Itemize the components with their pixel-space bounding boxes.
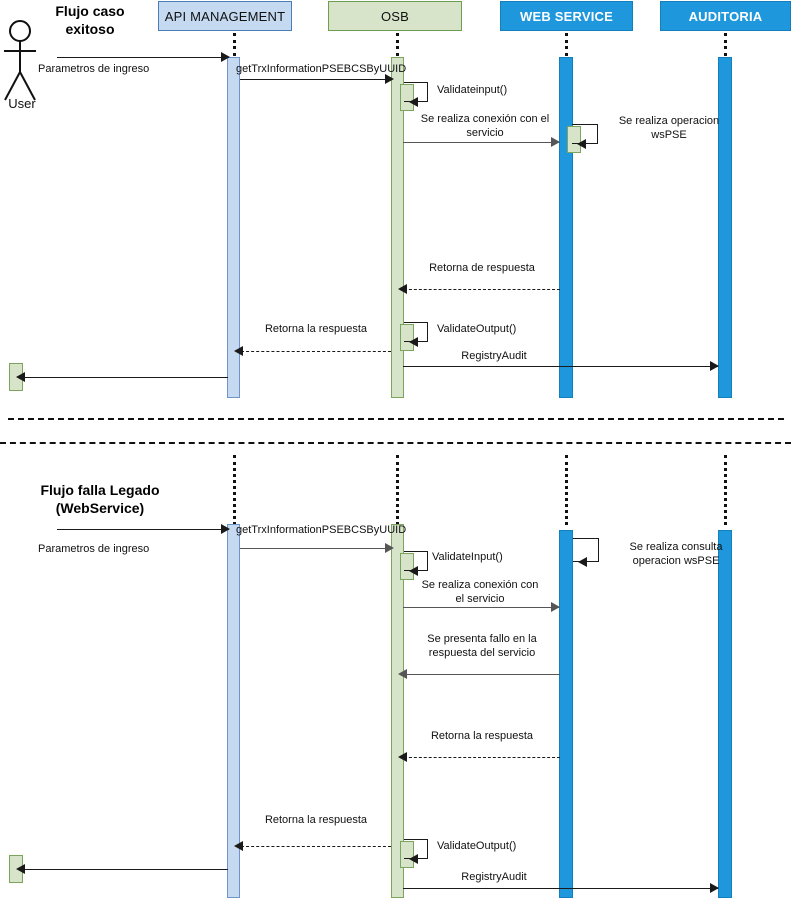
lifeline-dots-web-service xyxy=(565,33,568,56)
actor-label-user: User xyxy=(8,96,36,111)
activation-bar-web-service-flow1[interactable] xyxy=(559,57,573,398)
flow-title-success: Flujo caso exitoso xyxy=(55,3,125,38)
actor-user xyxy=(2,20,42,105)
message-line-retorna-la-respuesta-ws-flow2 xyxy=(404,757,560,758)
lifeline-header-osb[interactable]: OSB xyxy=(328,1,462,31)
message-arrow-registryaudit-flow1 xyxy=(710,361,719,371)
self-message-arrow-validateinput-flow2 xyxy=(409,566,418,576)
lifeline-dots-web-service-flow2 xyxy=(565,455,568,525)
message-line-conexion-servicio-flow1 xyxy=(403,142,559,143)
message-arrow-retorna-la-respuesta-api-flow2 xyxy=(234,841,243,851)
actor-figure-icon xyxy=(4,20,36,101)
message-arrow-return-to-user-flow2 xyxy=(16,864,25,874)
message-label-parametros-de-ingreso-flow1: Parametros de ingreso xyxy=(38,63,150,75)
message-label-registryaudit-flow1: RegistryAudit xyxy=(461,350,527,362)
activation-bar-osb-flow1[interactable] xyxy=(391,57,404,398)
message-label-validateinput-flow1: Validateinput() xyxy=(437,84,508,96)
message-label-fallo-respuesta-flow2: Se presenta fallo en la respuesta del se… xyxy=(427,633,537,659)
message-arrow-fallo-respuesta-flow2 xyxy=(398,669,407,679)
self-message-arrow-validateoutput-flow2 xyxy=(409,854,418,864)
message-arrow-conexion-servicio-flow1 xyxy=(551,137,560,147)
activation-bar-api-management-flow2[interactable] xyxy=(227,524,240,898)
activation-bar-web-service-flow2[interactable] xyxy=(559,530,573,898)
flow-separator-bottom xyxy=(0,442,791,444)
message-arrow-gettrxinformation-flow1 xyxy=(385,74,394,84)
lifeline-dots-osb xyxy=(396,33,399,56)
message-label-gettrxinformation-flow1: getTrxInformationPSEBCSByUUID xyxy=(236,63,407,75)
self-message-arrow-wspse-flow2 xyxy=(578,557,587,567)
message-label-retorna-la-respuesta-ws-flow2: Retorna la respuesta xyxy=(430,730,534,742)
message-label-retorna-la-respuesta-api-flow2: Retorna la respuesta xyxy=(264,814,368,826)
self-message-arrow-validateinput-flow1 xyxy=(409,97,418,107)
message-arrow-retorna-la-respuesta-ws-flow2 xyxy=(398,752,407,762)
activation-bar-auditoria-flow1[interactable] xyxy=(718,57,732,398)
lifeline-header-web-service[interactable]: WEB SERVICE xyxy=(500,1,633,31)
message-label-validateoutput-flow2: ValidateOutput() xyxy=(437,840,517,852)
message-label-retorna-la-respuesta-flow1: Retorna la respuesta xyxy=(264,323,368,335)
message-line-gettrxinformation-flow2 xyxy=(240,548,392,549)
lifeline-dots-osb-flow2 xyxy=(396,455,399,525)
lifeline-label-api-management: API MANAGEMENT xyxy=(164,8,286,24)
lifeline-label-web-service: WEB SERVICE xyxy=(520,8,613,24)
self-message-arrow-wspse-flow1 xyxy=(577,139,586,149)
message-label-parametros-de-ingreso-flow2: Parametros de ingreso xyxy=(38,543,150,555)
self-message-arrow-validateoutput-flow1 xyxy=(409,337,418,347)
message-label-retorna-de-respuesta-flow1: Retorna de respuesta xyxy=(429,262,535,274)
lifeline-label-osb: OSB xyxy=(380,8,410,24)
message-line-parametros-de-ingreso-flow2 xyxy=(57,529,229,530)
lifeline-dots-auditoria-flow2 xyxy=(724,455,727,525)
message-line-return-to-user-flow1 xyxy=(22,377,228,378)
flow-title-failure: Flujo falla Legado (WebService) xyxy=(40,482,160,517)
message-line-retorna-la-respuesta-flow1 xyxy=(241,351,391,352)
message-label-wspse-flow2: Se realiza consulta operacion wsPSE xyxy=(629,541,723,567)
lifeline-header-auditoria[interactable]: AUDITORIA xyxy=(660,1,791,31)
message-arrow-return-to-user-flow1 xyxy=(16,372,25,382)
message-line-return-to-user-flow2 xyxy=(22,869,228,870)
lifeline-header-api-management[interactable]: API MANAGEMENT xyxy=(158,1,292,31)
message-line-gettrxinformation-flow1 xyxy=(240,79,392,80)
flow-separator-top xyxy=(8,418,784,420)
activation-bar-auditoria-flow2[interactable] xyxy=(718,530,732,898)
activation-bar-osb-flow2[interactable] xyxy=(391,524,404,898)
message-label-registryaudit-flow2: RegistryAudit xyxy=(461,871,527,883)
message-arrow-retorna-de-respuesta-flow1 xyxy=(398,284,407,294)
message-line-retorna-la-respuesta-api-flow2 xyxy=(241,846,391,847)
message-line-registryaudit-flow2 xyxy=(403,888,718,889)
message-arrow-parametros-de-ingreso-flow2 xyxy=(221,524,230,534)
lifeline-dots-api-management xyxy=(233,33,236,56)
message-arrow-retorna-la-respuesta-flow1 xyxy=(234,346,243,356)
lifeline-dots-api-management-flow2 xyxy=(233,455,236,525)
message-line-fallo-respuesta-flow2 xyxy=(404,674,560,675)
activation-bar-api-management-flow1[interactable] xyxy=(227,57,240,398)
message-label-validateinput-flow2: ValidateInput() xyxy=(432,551,503,563)
message-arrow-registryaudit-flow2 xyxy=(710,883,719,893)
message-arrow-parametros-de-ingreso-flow1 xyxy=(221,52,230,62)
lifeline-label-auditoria: AUDITORIA xyxy=(688,8,763,24)
message-label-gettrxinformation-flow2: getTrxInformationPSEBCSByUUID xyxy=(236,524,407,536)
message-label-conexion-servicio-flow1: Se realiza conexión con el servicio xyxy=(420,113,550,139)
message-arrow-conexion-servicio-flow2 xyxy=(551,602,560,612)
message-line-conexion-servicio-flow2 xyxy=(403,607,559,608)
message-line-parametros-de-ingreso-flow1 xyxy=(57,57,229,58)
message-label-validateoutput-flow1: ValidateOutput() xyxy=(437,323,517,335)
lifeline-dots-auditoria xyxy=(724,33,727,56)
message-label-wspse-flow1: Se realiza operacion wsPSE xyxy=(618,115,720,141)
message-line-retorna-de-respuesta-flow1 xyxy=(404,289,560,290)
message-arrow-gettrxinformation-flow2 xyxy=(385,543,394,553)
message-line-registryaudit-flow1 xyxy=(403,366,718,367)
message-label-conexion-servicio-flow2: Se realiza conexión con el servicio xyxy=(421,579,539,605)
